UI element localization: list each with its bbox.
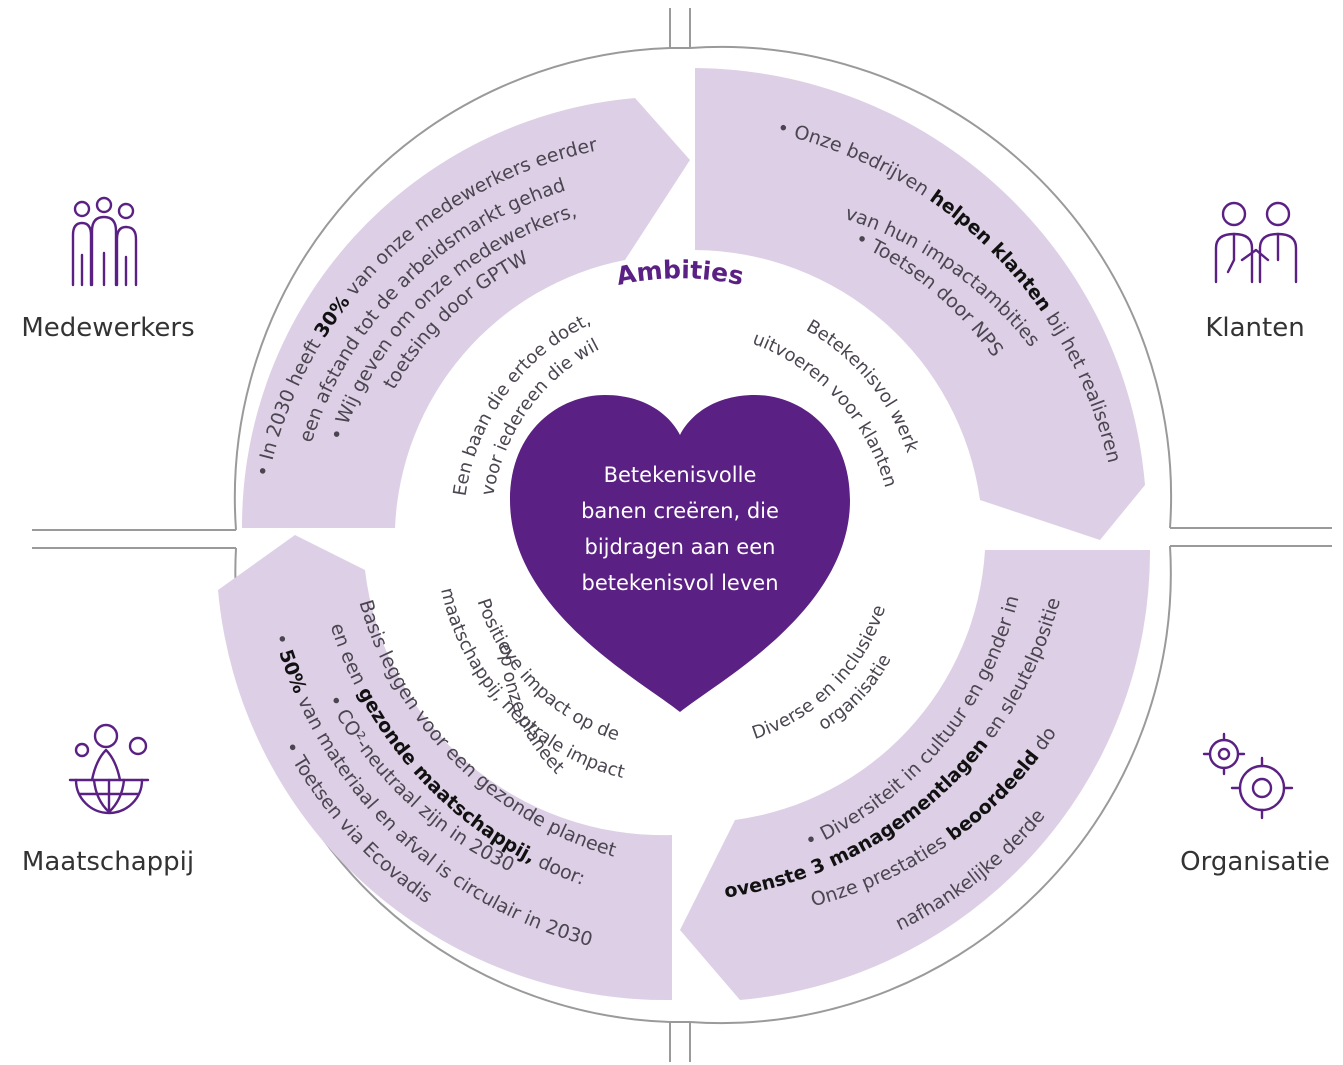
- heart-shape: [510, 395, 850, 712]
- label-medewerkers: Medewerkers: [21, 313, 194, 343]
- ring-segment-organisatie: [680, 550, 1151, 1000]
- heart-text: Betekenisvolle banen creëren, die bijdra…: [581, 463, 779, 595]
- ring-segment-maatschappij: [218, 535, 672, 1001]
- heart-line-1: Betekenisvolle: [604, 463, 757, 487]
- ring-segment-klanten: [695, 68, 1145, 540]
- handshake-people-icon: [1214, 201, 1298, 284]
- globe-people-icon: [68, 723, 150, 815]
- people-icon: [71, 196, 138, 287]
- diagram-title: Ambities: [614, 255, 746, 291]
- label-organisatie: Organisatie: [1180, 847, 1330, 877]
- ring-segments: [218, 68, 1151, 1001]
- bullet-run: •: [269, 631, 295, 654]
- bullet-run: door: [0, 0, 1061, 760]
- heart-line-4: betekenisvol leven: [581, 571, 778, 595]
- heart-line-3: bijdragen aan een: [585, 535, 776, 559]
- quadrant-dividers: [32, 8, 1332, 1062]
- label-maatschappij: Maatschappij: [22, 847, 194, 877]
- label-klanten: Klanten: [1205, 313, 1304, 343]
- ring-segment-medewerkers: [241, 98, 690, 528]
- bullet-run: en sleutelposities: [0, 0, 1065, 748]
- heart-line-2: banen creëren, die: [581, 499, 779, 523]
- gears-icon: [1202, 732, 1294, 820]
